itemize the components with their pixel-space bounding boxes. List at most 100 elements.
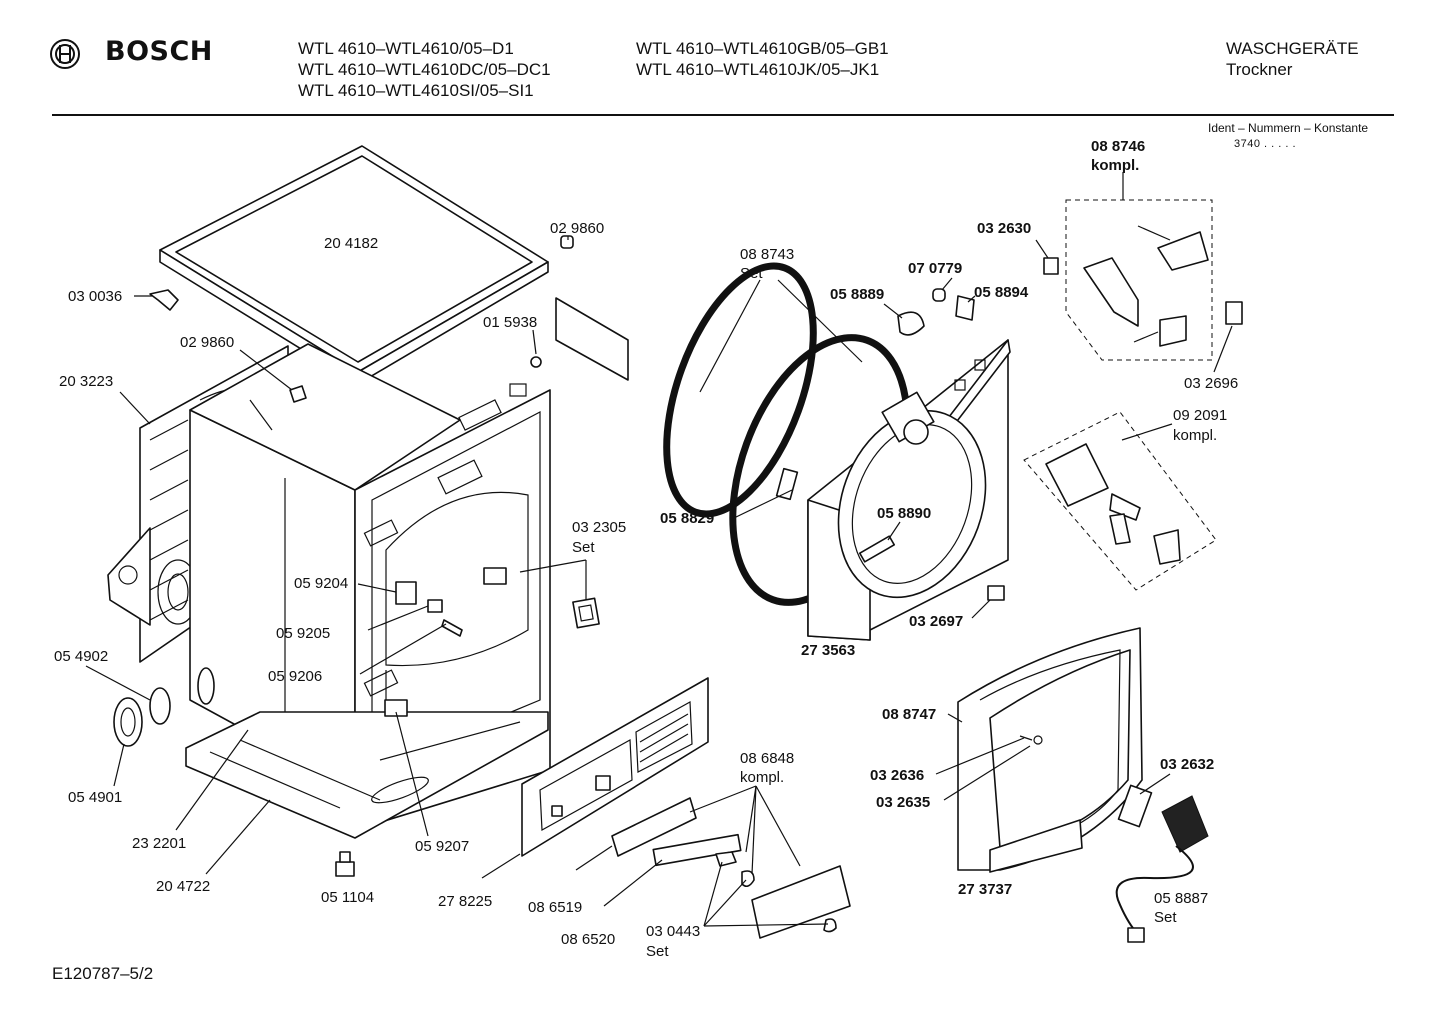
part-label: 27 3563 — [801, 642, 855, 659]
part-label: 05 8889 — [830, 286, 884, 303]
latch-set-032305 — [572, 597, 600, 629]
model-line: WTL 4610–WTL4610SI/05–SI1 — [298, 81, 534, 100]
part-label: 03 2636 — [870, 767, 924, 784]
model-line: WTL 4610–WTL4610/05–D1 — [298, 39, 514, 58]
spring-part-059206 — [441, 619, 463, 637]
part-label: 23 2201 — [132, 835, 186, 852]
brand-name: BOSCH — [105, 36, 213, 67]
part-label: 08 6519 — [528, 899, 582, 916]
part-label: Set — [646, 943, 669, 960]
screw-part-030443 — [715, 851, 737, 867]
drawing-id: E120787–5/2 — [52, 964, 154, 983]
switch-part-059204 — [395, 581, 417, 605]
part-label: 27 8225 — [438, 893, 492, 910]
cabinet-group — [107, 145, 629, 877]
category: WASCHGERÄTE — [1226, 39, 1359, 58]
ident-label: Ident – Nummern – Konstante — [1208, 121, 1369, 135]
part-label: 08 8743 — [740, 246, 794, 263]
door-frame-part — [957, 627, 1143, 873]
cabinet-side-panel — [189, 343, 461, 791]
part-label: 05 9207 — [415, 838, 469, 855]
part-label: 20 4182 — [324, 235, 378, 252]
part-label: Set — [572, 539, 595, 556]
part-label: 03 2305 — [572, 519, 626, 536]
part-label: 05 8887 — [1154, 890, 1208, 907]
model-line: WTL 4610–WTL4610DC/05–DC1 — [298, 60, 551, 79]
clip-part-030443 — [741, 870, 755, 888]
gasket-part-054902 — [149, 687, 171, 725]
part-label: 05 8829 — [660, 510, 714, 527]
part-label: 20 4722 — [156, 878, 210, 895]
part-label: 03 2632 — [1160, 756, 1214, 773]
clip-part-032630 — [1043, 257, 1059, 275]
pin-part-070779 — [932, 288, 946, 302]
handle-part-086519 — [611, 797, 697, 857]
part-label: 07 0779 — [908, 260, 962, 277]
part-label: 05 8890 — [877, 505, 931, 522]
switch-part-059205 — [427, 599, 443, 613]
ring-part-054901 — [113, 697, 143, 747]
model-line: WTL 4610–WTL4610JK/05–JK1 — [636, 60, 880, 79]
part-label: Set — [740, 265, 763, 282]
part-label: 03 2635 — [876, 794, 930, 811]
part-label: 03 0443 — [646, 923, 700, 940]
part-label: 03 2630 — [977, 220, 1031, 237]
part-label: Set — [1154, 909, 1177, 926]
part-label: 05 9204 — [294, 575, 348, 592]
part-label: 02 9860 — [180, 334, 234, 351]
part-label: kompl. — [1173, 427, 1217, 444]
bracket-part-015938 — [555, 297, 629, 381]
part-label: 05 8894 — [974, 284, 1029, 301]
cover-part-059207 — [384, 699, 408, 717]
part-label: 05 9206 — [268, 668, 322, 685]
clip-part-032697 — [987, 585, 1005, 601]
button-part-029860 — [560, 235, 574, 249]
front-panel-part — [521, 677, 709, 857]
part-label: kompl. — [740, 769, 784, 786]
part-label: 20 3223 — [59, 373, 113, 390]
part-label: 27 3737 — [958, 881, 1012, 898]
cable-set-058887 — [1115, 795, 1209, 943]
part-label: 05 4902 — [54, 648, 108, 665]
part-labels: 20 4182 02 9860 03 0036 02 9860 01 5938 … — [54, 138, 1238, 960]
bearing-plate-part — [807, 339, 1011, 641]
part-label: kompl. — [1091, 157, 1139, 174]
leader-lines — [85, 172, 1233, 927]
ident-value: 3740 . . . . . — [1234, 138, 1297, 150]
model-line: WTL 4610–WTL4610GB/05–GB1 — [636, 39, 889, 58]
base-plate-part — [185, 711, 549, 877]
part-label: 05 4901 — [68, 789, 122, 806]
switch-part-032696 — [1225, 301, 1243, 325]
handle-cover-part-086520 — [652, 833, 742, 867]
category-block: WASCHGERÄTE Trockner — [1226, 38, 1359, 80]
felt-seal-part-058829 — [775, 467, 799, 501]
door-lock-kit — [1043, 199, 1243, 361]
part-label: 08 8746 — [1091, 138, 1145, 155]
clip-part-030036 — [149, 289, 179, 311]
button-part-029860-b — [289, 385, 307, 403]
part-label: 03 0036 — [68, 288, 122, 305]
lock-kit-092091 — [1023, 411, 1217, 591]
part-label: 08 8747 — [882, 706, 936, 723]
part-label: 05 9205 — [276, 625, 330, 642]
filter-part-032632 — [1117, 784, 1153, 828]
bracket-part-058889 — [897, 311, 925, 336]
header-divider — [52, 114, 1394, 116]
sensor-part-058894 — [955, 295, 975, 321]
part-label: 03 2696 — [1184, 375, 1238, 392]
part-label: 02 9860 — [550, 220, 604, 237]
subcategory: Trockner — [1226, 60, 1293, 79]
part-label: 09 2091 — [1173, 407, 1227, 424]
feet-part — [530, 356, 542, 368]
top-lid-part — [159, 145, 549, 385]
part-label: 01 5938 — [483, 314, 537, 331]
model-list-right: WTL 4610–WTL4610GB/05–GB1 WTL 4610–WTL46… — [636, 38, 889, 80]
part-label: 08 6520 — [561, 931, 615, 948]
part-label: 03 2697 — [909, 613, 963, 630]
part-label: 05 1104 — [321, 889, 374, 906]
part-label: 08 6848 — [740, 750, 794, 767]
model-list-left: WTL 4610–WTL4610/05–D1 WTL 4610–WTL4610D… — [298, 38, 551, 101]
hinge-clip-part — [823, 918, 837, 933]
bosch-logo-icon — [50, 39, 80, 69]
